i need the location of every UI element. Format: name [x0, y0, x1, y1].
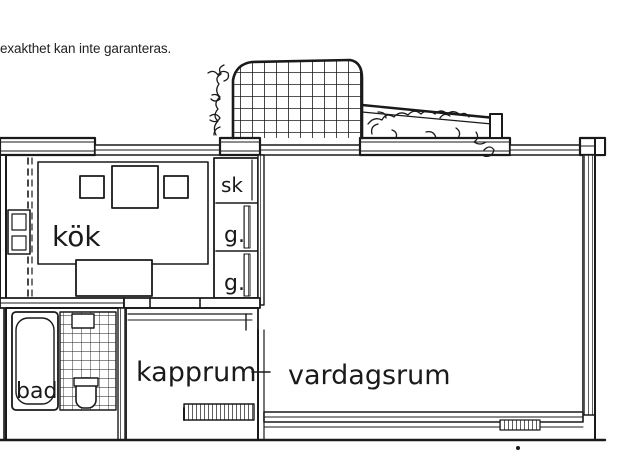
hall: [125, 307, 259, 441]
room-label-wardrobe-2: g.: [224, 271, 245, 296]
exterior-right-wall: [582, 137, 606, 441]
room-label-wardrobe-1: g.: [224, 223, 245, 248]
kitchen-table: [111, 165, 159, 209]
room-label-living-room: vardagsrum: [288, 360, 451, 391]
room-label-kitchen: kök: [52, 220, 101, 253]
exterior-bottom-wall: [0, 411, 607, 450]
balcony: [231, 58, 503, 140]
room-label-hall: kapprum: [136, 357, 257, 388]
room-label-closet: sk: [221, 173, 243, 197]
bathroom: [5, 307, 127, 441]
plants-right: [367, 110, 495, 158]
chair-left: [79, 175, 105, 199]
chair-right: [163, 175, 189, 199]
kitchen-sink: [7, 209, 31, 255]
plants-left: [207, 64, 230, 136]
closets: [213, 157, 259, 299]
exterior-top-wall: [0, 136, 607, 157]
kitchen: [7, 157, 209, 299]
room-label-bathroom: bad: [16, 379, 57, 404]
entrance-door: [183, 403, 255, 421]
kitchen-counter: [75, 259, 153, 297]
bathtub: [11, 311, 59, 411]
interior-wall-horizontal: [0, 297, 261, 309]
disclaimer-text: exakthet kan inte garanteras.: [0, 41, 172, 56]
